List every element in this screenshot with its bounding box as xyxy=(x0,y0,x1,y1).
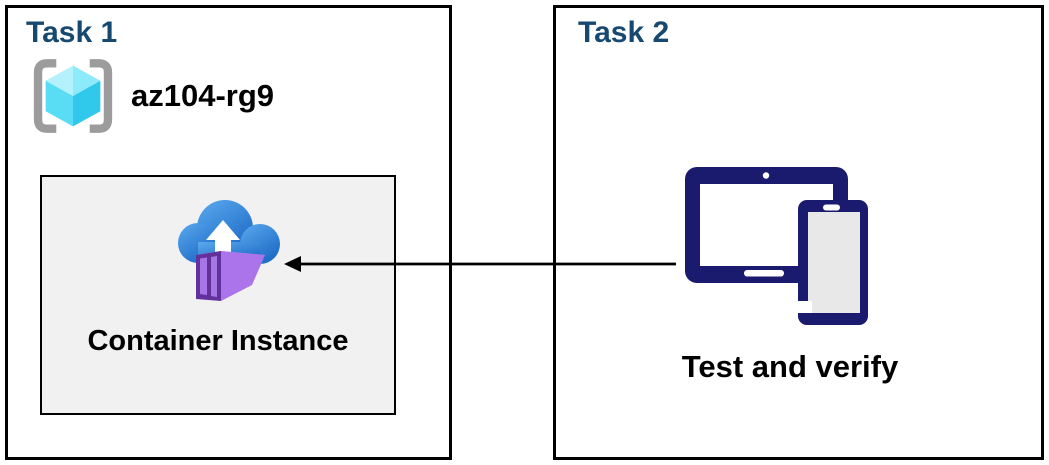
tablet-and-phone-icon xyxy=(685,167,868,325)
container-instances-icon xyxy=(178,200,280,301)
resource-group: az104-rg9 xyxy=(31,58,274,134)
cube xyxy=(45,65,101,127)
phone xyxy=(792,200,868,325)
test-and-verify-label: Test and verify xyxy=(681,349,899,384)
container-instance-box: Container Instance xyxy=(40,175,396,415)
container-cube xyxy=(196,251,265,301)
bracket-right xyxy=(89,59,113,133)
upload-arrow xyxy=(206,220,240,258)
task2-title: Task 2 xyxy=(578,16,670,49)
resource-group-icon xyxy=(33,59,113,133)
task1-title: Task 1 xyxy=(26,16,118,49)
resource-group-name: az104-rg9 xyxy=(131,78,275,113)
left-arrow-connector xyxy=(284,256,676,272)
bracket-left xyxy=(33,59,57,133)
container-instance-label: Container Instance xyxy=(87,325,349,357)
